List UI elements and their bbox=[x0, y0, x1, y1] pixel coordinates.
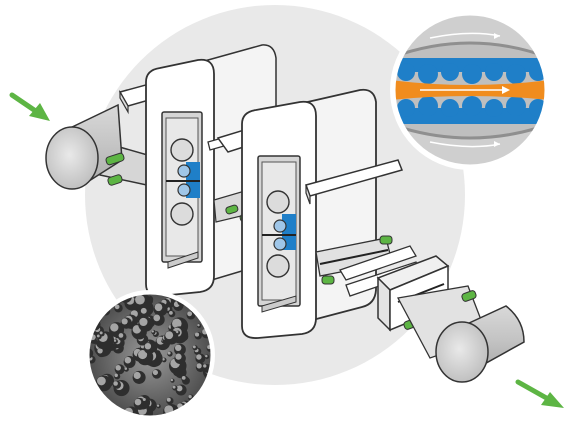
pore-highlight bbox=[196, 354, 202, 360]
output-roll bbox=[397, 285, 525, 383]
stand-2-work-roll-top bbox=[273, 219, 287, 233]
pore bbox=[94, 298, 102, 305]
pore-highlight bbox=[201, 401, 211, 410]
pore-highlight bbox=[99, 331, 103, 335]
pore bbox=[193, 405, 203, 416]
pore-highlight bbox=[176, 385, 183, 392]
pore-highlight bbox=[97, 348, 103, 354]
pore-highlight bbox=[188, 394, 192, 399]
pore-highlight bbox=[164, 405, 174, 415]
pore-highlight bbox=[156, 404, 160, 407]
pore-highlight bbox=[181, 376, 186, 380]
pore-highlight bbox=[115, 365, 121, 371]
pore-highlight bbox=[110, 323, 119, 332]
pore-highlight bbox=[197, 323, 200, 327]
pore-highlight bbox=[96, 334, 100, 338]
pore-highlight bbox=[113, 381, 118, 386]
pore-highlight bbox=[133, 371, 141, 380]
feed-guide-pin bbox=[105, 152, 125, 166]
pore-highlight bbox=[114, 373, 118, 378]
pore-highlight bbox=[144, 342, 152, 350]
pore bbox=[200, 399, 212, 416]
pore-highlight bbox=[154, 303, 163, 312]
pore-highlight bbox=[113, 339, 117, 342]
pore-highlight bbox=[151, 330, 154, 333]
pore-highlight bbox=[92, 396, 100, 404]
feed-roll-end bbox=[45, 126, 99, 190]
output-arrow-icon bbox=[515, 379, 564, 408]
stand-1-backup-roll-top bbox=[170, 138, 194, 162]
pore-highlight bbox=[169, 311, 173, 315]
input-arrow-icon bbox=[9, 92, 50, 121]
pore-highlight bbox=[153, 314, 161, 322]
pore-highlight bbox=[166, 397, 171, 402]
pore-highlight bbox=[121, 318, 128, 325]
pore-highlight bbox=[124, 367, 128, 370]
pore-highlight bbox=[170, 378, 174, 382]
pore-highlight bbox=[172, 385, 176, 389]
stand-1-work-roll-top bbox=[177, 164, 191, 178]
pore-highlight bbox=[97, 376, 106, 386]
pore-highlight bbox=[139, 317, 148, 327]
pore bbox=[92, 293, 104, 302]
pore-highlight bbox=[94, 404, 99, 409]
pore-highlight bbox=[124, 356, 132, 364]
pore-highlight bbox=[176, 330, 179, 334]
pore-highlight bbox=[172, 318, 182, 329]
stand-1-backup-roll-bottom bbox=[170, 202, 194, 226]
stand-2-backup-roll-bottom bbox=[266, 254, 290, 278]
pore-highlight bbox=[205, 392, 212, 401]
stand-2-work-roll-bottom bbox=[273, 237, 287, 251]
pore bbox=[88, 400, 103, 417]
detail-inset bbox=[390, 10, 550, 170]
pore-highlight bbox=[194, 332, 200, 337]
pore bbox=[204, 390, 212, 406]
stand-2-backup-roll-top bbox=[266, 190, 290, 214]
pore bbox=[94, 404, 102, 412]
pore-highlight bbox=[167, 351, 171, 355]
pore-highlight bbox=[95, 298, 100, 303]
pore-highlight bbox=[187, 311, 193, 317]
pore-highlight bbox=[140, 307, 147, 314]
pore-highlight bbox=[88, 401, 97, 412]
stand-1-work-roll-bottom bbox=[177, 183, 191, 197]
pore-highlight bbox=[165, 331, 174, 340]
pore-highlight bbox=[205, 354, 208, 358]
pore-highlight bbox=[118, 333, 124, 338]
pore-highlight bbox=[88, 382, 91, 389]
pore-highlight bbox=[93, 308, 100, 315]
pore-highlight bbox=[203, 364, 207, 368]
pore-highlight bbox=[175, 353, 182, 360]
pore-highlight bbox=[114, 304, 120, 310]
pore-highlight bbox=[142, 398, 146, 402]
pore-highlight bbox=[135, 294, 145, 305]
pore-highlight bbox=[192, 345, 196, 349]
feed-roll bbox=[45, 103, 171, 191]
pore-highlight bbox=[134, 398, 142, 406]
pore-highlight bbox=[193, 406, 200, 412]
output-roll-end bbox=[435, 321, 489, 383]
pore-highlight bbox=[93, 293, 100, 298]
micrograph-inset bbox=[85, 290, 215, 420]
pore-highlight bbox=[162, 357, 165, 361]
pore-highlight bbox=[152, 369, 158, 376]
rolling-stand-1 bbox=[118, 44, 277, 297]
pore-highlight bbox=[138, 350, 148, 360]
pore-highlight bbox=[196, 363, 202, 369]
pore-highlight bbox=[88, 386, 92, 392]
pore-highlight bbox=[174, 344, 182, 352]
